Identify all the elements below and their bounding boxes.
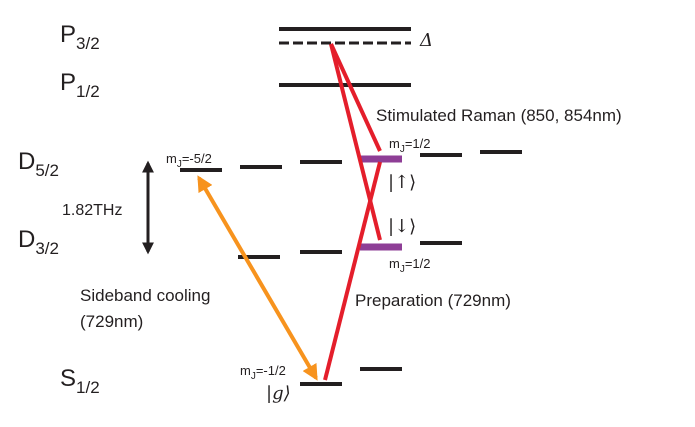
level-label-s12: S1/2 <box>60 365 100 397</box>
splitting-label: 1.82THz <box>62 202 122 219</box>
preparation-beam <box>323 161 382 381</box>
mj-label-d52-left: mJ=-5/2 <box>166 151 212 170</box>
ket-g: |g⟩ <box>266 383 291 404</box>
preparation-label: Preparation (729nm) <box>355 291 511 310</box>
raman-beam-up <box>329 43 382 152</box>
mj-label-ground: mJ=-1/2 <box>240 363 286 382</box>
ket-up: |↑⟩ <box>388 172 416 193</box>
sideband-cooling-arrow <box>197 175 318 381</box>
mj-label-up-state: mJ=1/2 <box>389 136 431 155</box>
ket-down: |↓⟩ <box>388 216 416 237</box>
level-label-p12: P1/2 <box>60 69 100 101</box>
sideband-cooling-wavelength: (729nm) <box>80 312 143 331</box>
level-label-p32: P3/2 <box>60 21 100 53</box>
detuning-label: Δ <box>419 30 433 51</box>
mj-label-down-state: mJ=1/2 <box>389 256 431 275</box>
stimulated-raman-label: Stimulated Raman (850, 854nm) <box>376 106 622 125</box>
raman-beam-down <box>329 43 382 241</box>
sideband-cooling-label: Sideband cooling <box>80 286 210 305</box>
level-label-d32: D3/2 <box>18 226 59 258</box>
level-label-d52: D5/2 <box>18 148 59 180</box>
